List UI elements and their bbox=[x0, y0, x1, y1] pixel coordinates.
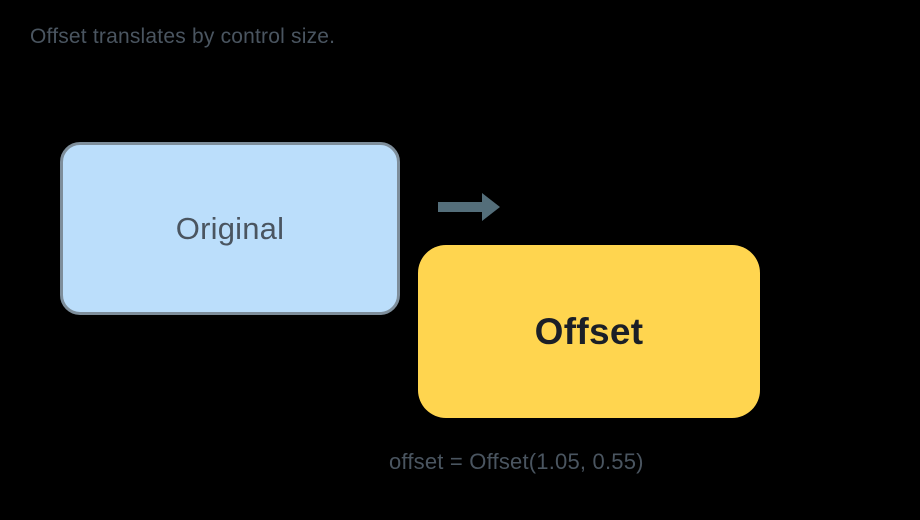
original-box-label: Original bbox=[175, 210, 285, 246]
arrow-right-icon bbox=[434, 190, 504, 224]
offset-box: Offset bbox=[418, 245, 760, 418]
offset-caption: offset = Offset(1.05, 0.55) bbox=[389, 449, 644, 474]
page-title: Offset translates by control size. bbox=[30, 25, 336, 48]
original-box: Original bbox=[60, 142, 400, 315]
offset-box-label: Offset bbox=[534, 310, 644, 352]
